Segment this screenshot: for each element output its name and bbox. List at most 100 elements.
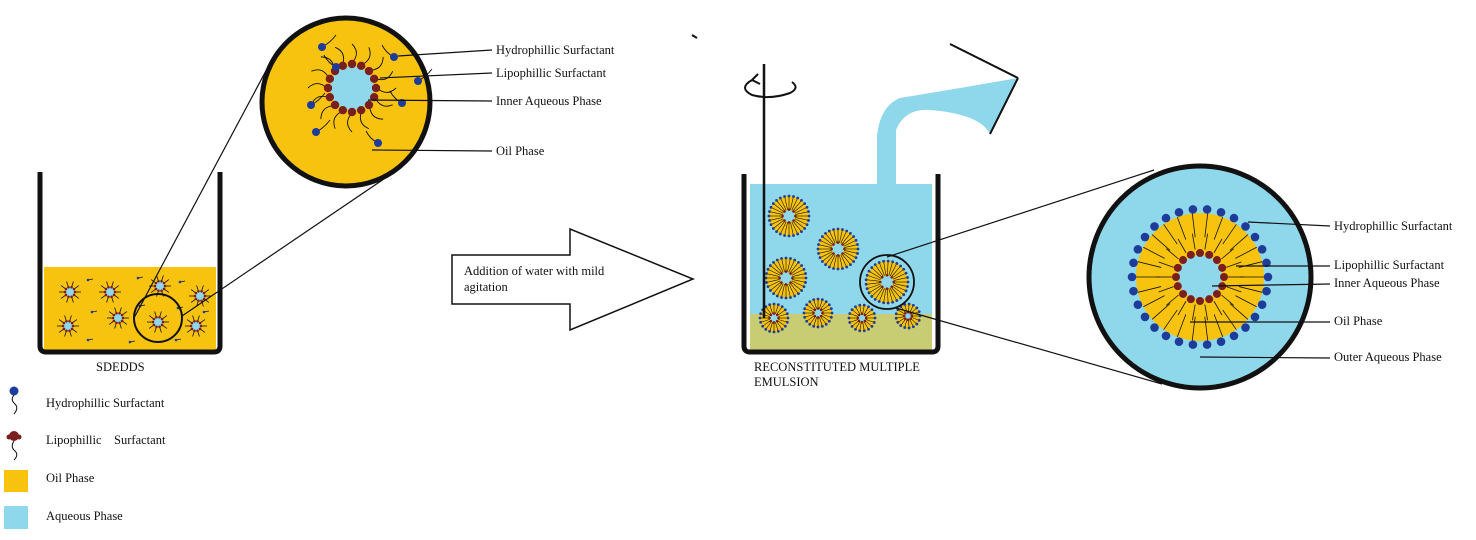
lipophilic-tail	[1226, 286, 1242, 293]
left-label-inner-aqueous: Inner Aqueous Phase	[496, 94, 602, 108]
hydrophilic-head	[1140, 232, 1150, 242]
right-beaker-droplets	[758, 194, 922, 334]
lipophilic-head	[1173, 282, 1182, 291]
right-label-oil: Oil Phase	[1334, 314, 1383, 328]
lipophilic-tail	[1221, 294, 1234, 306]
hydrophilic-head	[1229, 331, 1239, 341]
left-beaker-micelles	[57, 275, 211, 344]
right-beaker-caption: RECONSTITUTED MULTIPLE EMULSION	[754, 360, 920, 389]
legend-oil-swatch	[4, 470, 28, 492]
hydrophilic-head	[1150, 222, 1159, 231]
legend-label-hydrophilic: Hydrophillic Surfactant	[46, 396, 165, 410]
lipophilic-tail	[1204, 233, 1209, 250]
hydrophilic-head	[1174, 208, 1184, 217]
hydrophilic-tail	[1213, 314, 1224, 337]
micelle	[147, 311, 169, 333]
hydrophilic-tail	[1235, 246, 1257, 259]
lipophilic-tail	[1166, 294, 1179, 306]
hydrophilic-head	[1263, 272, 1273, 282]
right-beaker-zoom-spot	[859, 254, 915, 310]
lipophilic-head	[1179, 289, 1188, 298]
hydrophilic-head	[1241, 222, 1250, 231]
hydrophilic-tail	[1204, 213, 1209, 238]
hydrophilic-head	[1216, 337, 1226, 346]
hydrophilic-head	[1188, 340, 1198, 349]
hydrophilic-head	[1250, 312, 1260, 322]
lipophilic-head	[1212, 256, 1221, 265]
hydrophilic-tail	[1222, 309, 1237, 330]
hydrophilic-head	[1174, 337, 1184, 346]
hydrophilic-head	[414, 77, 422, 85]
lipophilic-head	[325, 74, 335, 84]
legend-label-aqueous: Aqueous Phase	[46, 509, 123, 523]
process-arrow	[451, 227, 695, 332]
oil-droplet	[816, 227, 860, 271]
legend-lipophilic-icon	[6, 431, 22, 461]
hydrophilic-tail	[1151, 303, 1171, 320]
hydrophilic-tail	[1229, 303, 1249, 320]
hydrophilic-head	[398, 99, 406, 107]
hydrophilic-tail	[1137, 261, 1162, 268]
lipophilic-head	[369, 74, 379, 84]
hydrophilic-head	[318, 43, 326, 51]
lipophilic-head	[356, 105, 366, 115]
lipophilic-tail	[1158, 261, 1174, 268]
oil-droplet	[758, 302, 790, 334]
right-beaker	[741, 64, 941, 355]
lipophilic-head	[1196, 297, 1204, 305]
legend-label-oil: Oil Phase	[46, 471, 95, 485]
hydrophilic-tail	[1176, 217, 1187, 240]
oil-droplet	[847, 303, 877, 333]
lipophilic-tail	[1213, 238, 1223, 253]
hydrophilic-tail	[1229, 234, 1249, 251]
lipophilic-head	[1205, 250, 1214, 259]
lipophilic-head	[338, 105, 348, 115]
oil-droplet	[764, 256, 808, 300]
left-zoom-circle	[259, 15, 493, 189]
hydrophilic-head	[1161, 331, 1171, 341]
legend-aqueous-swatch	[4, 506, 28, 529]
hydrophilic-tail	[1137, 286, 1162, 293]
hydrophilic-head	[1127, 272, 1137, 282]
micelle	[107, 307, 129, 329]
lipophilic-head	[1196, 249, 1204, 257]
hydrophilic-tail	[1163, 309, 1178, 330]
lipophilic-head	[1186, 295, 1195, 304]
hydrophilic-tail	[1213, 217, 1224, 240]
legend-label-lipophilic: Lipophillic Surfactant	[46, 433, 166, 447]
right-label-lipophilic: Lipophillic Surfactant	[1334, 258, 1445, 272]
lipophilic-head	[347, 59, 357, 69]
oil-droplet	[802, 297, 834, 329]
hydrophilic-tail	[1235, 295, 1257, 308]
lipophilic-head	[1220, 273, 1228, 281]
hydrophilic-head	[1129, 286, 1138, 296]
hydrophilic-head	[1150, 323, 1159, 332]
micelle	[57, 315, 79, 337]
lipophilic-tail	[1191, 233, 1196, 250]
lipophilic-head	[364, 66, 374, 76]
hydrophilic-head	[1202, 340, 1212, 349]
lipophilic-head	[330, 100, 340, 110]
hydrophilic-tail	[1143, 246, 1165, 259]
lipophilic-tail	[1177, 238, 1187, 253]
lipophilic-head	[1218, 263, 1227, 272]
hydrophilic-head	[1133, 245, 1143, 254]
lipophilic-head	[1205, 295, 1214, 304]
left-beaker	[37, 172, 223, 355]
lipophilic-head	[364, 100, 374, 110]
lipophilic-tail	[1158, 286, 1174, 293]
hydrophilic-head	[1202, 205, 1212, 214]
inner-aqueous-core	[1178, 255, 1222, 299]
hydrophilic-head	[1188, 205, 1198, 214]
hydrophilic-head	[1229, 213, 1239, 223]
arrow-caption: Addition of water with mild agitation	[464, 264, 605, 294]
water-jug	[877, 43, 1019, 184]
hydrophilic-head	[312, 128, 320, 136]
lipophilic-head	[325, 92, 335, 102]
hydrophilic-tail	[1222, 224, 1237, 245]
hydrophilic-head	[1257, 245, 1267, 254]
hydrophilic-tail	[1163, 224, 1178, 245]
right-label-outer-aqueous: Outer Aqueous Phase	[1334, 350, 1442, 364]
legend-hydrophilic-icon	[9, 386, 19, 415]
